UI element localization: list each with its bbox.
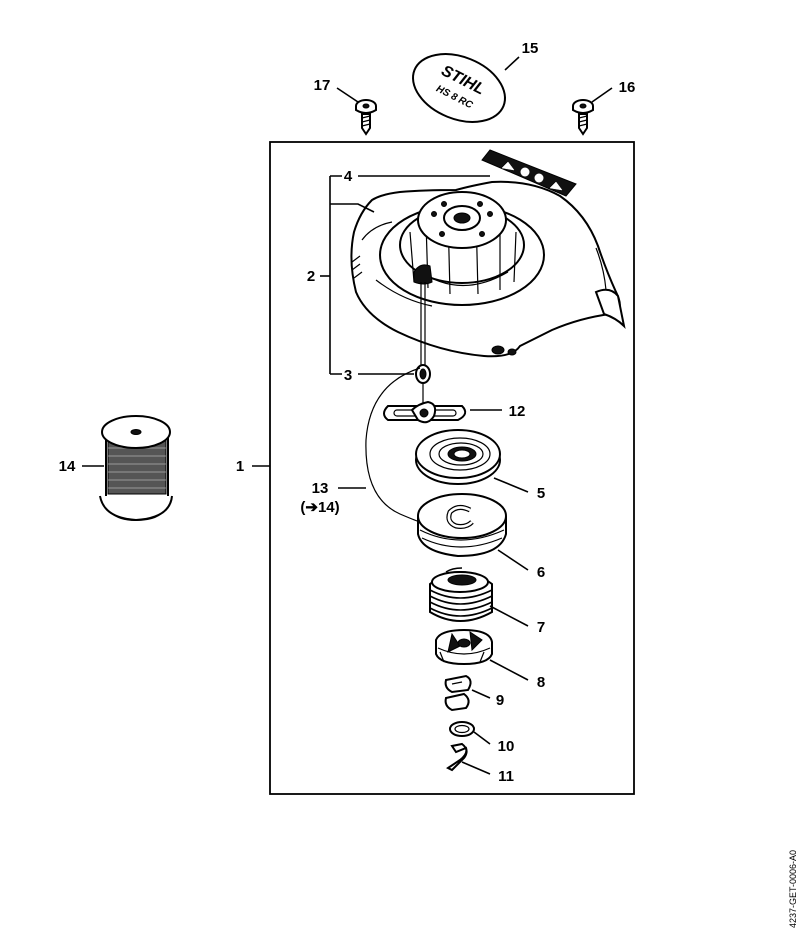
label-part-4: 4 [344, 168, 353, 185]
starter-rope-13 [365, 367, 421, 523]
label-part-13-reference: (➔14) [300, 499, 339, 516]
screw-16 [572, 99, 594, 136]
leader-lines [82, 56, 613, 775]
label-part-7: 7 [537, 619, 545, 636]
label-part-17: 17 [314, 77, 331, 94]
starter-housing [350, 180, 626, 358]
warning-label [481, 149, 577, 197]
rope-spool-14 [99, 415, 173, 522]
label-part-6: 6 [537, 564, 545, 581]
starter-handle-12 [383, 384, 467, 424]
screw-17 [355, 99, 377, 136]
pawls-9 [444, 674, 472, 712]
label-part-9: 9 [496, 692, 504, 709]
rope-guide-3 [415, 282, 431, 384]
pawl-carrier-8 [435, 628, 493, 666]
label-part-2: 2 [307, 268, 315, 285]
label-part-10: 10 [498, 738, 515, 755]
spring-clip-11 [446, 742, 468, 772]
label-part-8: 8 [537, 674, 545, 691]
logo-sticker: STIHL HS 8 RC [412, 53, 506, 123]
document-id: 4237-GET-0006-A0 [788, 850, 798, 928]
label-part-13: 13 [312, 480, 329, 497]
label-part-16: 16 [619, 79, 636, 96]
rope-rotor-6 [417, 493, 507, 558]
label-part-14: 14 [59, 458, 76, 475]
rewind-spring-7 [429, 567, 493, 622]
spring-cassette-5 [415, 429, 501, 485]
label-part-15: 15 [522, 40, 539, 57]
assembly-frame [269, 141, 635, 795]
washer-10 [449, 721, 475, 737]
label-part-11: 11 [498, 768, 514, 785]
label-part-1: 1 [236, 458, 244, 475]
label-part-3: 3 [344, 367, 352, 384]
label-part-12: 12 [509, 403, 526, 420]
label-part-5: 5 [537, 485, 545, 502]
